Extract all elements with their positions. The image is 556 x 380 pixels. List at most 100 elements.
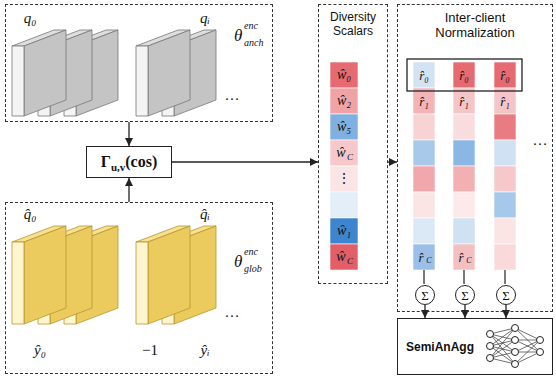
ellipsis: …: [533, 133, 548, 148]
score-cell: [494, 88, 516, 114]
score-cell: [453, 244, 475, 270]
function-label: (cos): [125, 154, 157, 170]
parameter-symbol: θ: [234, 253, 242, 270]
sum-circle: Σ: [496, 285, 516, 305]
network-edge: [490, 328, 515, 358]
score-cell: [413, 244, 435, 270]
score-cell: [413, 62, 435, 88]
function-label: Γ: [101, 154, 111, 170]
network-edge: [515, 352, 540, 364]
score-cell: [453, 114, 475, 140]
ellipsis: …: [225, 305, 240, 320]
cell-label: ŵ₅: [337, 120, 351, 134]
vector-label: qᵢ: [200, 11, 210, 26]
panel-title: Diversity Scalars: [320, 11, 386, 39]
network-neuron: [487, 331, 494, 338]
sum-symbol: Σ: [421, 289, 429, 302]
subscript: C: [347, 257, 353, 266]
network-neuron: [537, 349, 544, 356]
superscript: enc: [244, 247, 258, 257]
subscript: C: [347, 153, 353, 162]
score-cell: [453, 62, 475, 88]
score-cell: [453, 192, 475, 218]
flow-arrow: [172, 161, 318, 162]
score-cell: [330, 166, 358, 192]
network-edge: [515, 340, 540, 352]
network-neuron: [512, 337, 519, 344]
subscript: glob: [244, 264, 262, 274]
target-label: −1: [142, 343, 158, 358]
score-cell: [330, 88, 358, 114]
score-cell: [494, 218, 516, 244]
network-neuron: [512, 325, 519, 332]
ellipsis: ⋮: [337, 172, 351, 186]
score-cell: [494, 114, 516, 140]
cell-label: r̂₁: [419, 95, 429, 108]
ellipsis: …: [225, 88, 240, 103]
sum-circle: Σ: [415, 285, 435, 305]
row-highlight: [407, 59, 522, 91]
flow-arrow: [128, 122, 129, 146]
score-cell: [453, 140, 475, 166]
subscript: u,v: [111, 162, 125, 173]
score-cell: [413, 218, 435, 244]
sum-symbol: Σ: [502, 289, 510, 302]
score-cell: [330, 62, 358, 88]
feature-slab: [12, 226, 66, 324]
cell-label: ŵ₁: [337, 224, 351, 238]
score-cell: [413, 166, 435, 192]
network-edge: [515, 328, 540, 340]
score-cell: [453, 166, 475, 192]
cell-label: ŵ: [336, 146, 345, 160]
target-label: ŷᵢ: [200, 343, 209, 358]
feature-slab: [12, 30, 66, 116]
network-edge: [515, 340, 540, 352]
cell-label: r̂₀: [419, 69, 429, 82]
network-neuron: [512, 361, 519, 368]
sum-symbol: Σ: [461, 289, 469, 302]
cell-label: r̂₁: [459, 95, 469, 108]
network-neuron: [487, 355, 494, 362]
slab-face: [148, 30, 190, 116]
cell-label: ŵ₀: [337, 68, 351, 82]
flow-arrow: [388, 161, 397, 162]
sum-line: [504, 270, 505, 284]
feature-slab: [136, 30, 190, 116]
sum-line: [463, 270, 464, 284]
score-cell: [494, 244, 516, 270]
flow-arrow: [128, 178, 129, 202]
slab-face: [24, 226, 66, 324]
vector-label: q̂ᵢ: [200, 207, 210, 222]
slab-face: [148, 226, 190, 324]
box-title: SemiAnAgg: [406, 341, 474, 353]
feature-slab: [136, 226, 190, 324]
parameter-symbol: θ: [234, 27, 242, 44]
score-cell: [413, 88, 435, 114]
slab-face: [24, 30, 66, 116]
cell-label: r̂₁: [500, 95, 510, 108]
network-edge: [490, 334, 515, 364]
scalar-panel: Diversity Scalars: [318, 4, 388, 284]
vector-label: q̂₀: [24, 207, 37, 222]
score-cell: [413, 192, 435, 218]
cell-label: ŵ: [336, 250, 345, 264]
score-cell: [494, 166, 516, 192]
slab-face: [12, 46, 24, 116]
score-cell: [494, 140, 516, 166]
score-cell: [330, 218, 358, 244]
score-cell: [330, 244, 358, 270]
similarity-box: Γu,v(cos): [86, 146, 172, 178]
cell-label: r̂: [418, 251, 423, 264]
score-cell: [453, 218, 475, 244]
score-cell: [330, 140, 358, 166]
score-cell: [413, 140, 435, 166]
normalization-panel: Inter-client NormalizationΣΣΣ: [397, 4, 553, 312]
encoder-group: θencanch: [5, 4, 273, 122]
network-neuron: [512, 349, 519, 356]
superscript: enc: [244, 21, 258, 31]
slab-face: [136, 46, 148, 116]
slab-face: [12, 242, 24, 324]
